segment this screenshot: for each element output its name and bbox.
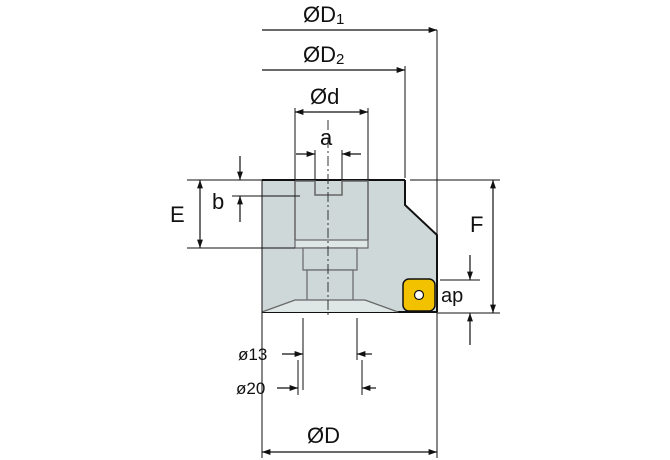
label-E: E [170, 202, 185, 227]
screw-hole [302, 247, 358, 271]
counterbore-chamfer [261, 299, 399, 313]
dimension-lines [197, 27, 496, 455]
extension-lines [187, 30, 500, 458]
key-slot [295, 180, 369, 240]
screw-shank [306, 269, 354, 303]
label-D: ØD [307, 423, 340, 448]
label-b: b [212, 189, 224, 214]
label-a: a [320, 125, 333, 150]
label-bore-13: ø13 [238, 345, 267, 364]
insert-screw-icon [413, 289, 425, 301]
label-D1: ØD1 [303, 2, 344, 28]
label-bore-20: ø20 [236, 379, 265, 398]
label-F: F [470, 212, 483, 237]
bore-step [294, 239, 369, 249]
label-D2: ØD2 [303, 42, 344, 68]
label-ap: ap [441, 285, 463, 307]
label-d: Ød [310, 84, 339, 109]
